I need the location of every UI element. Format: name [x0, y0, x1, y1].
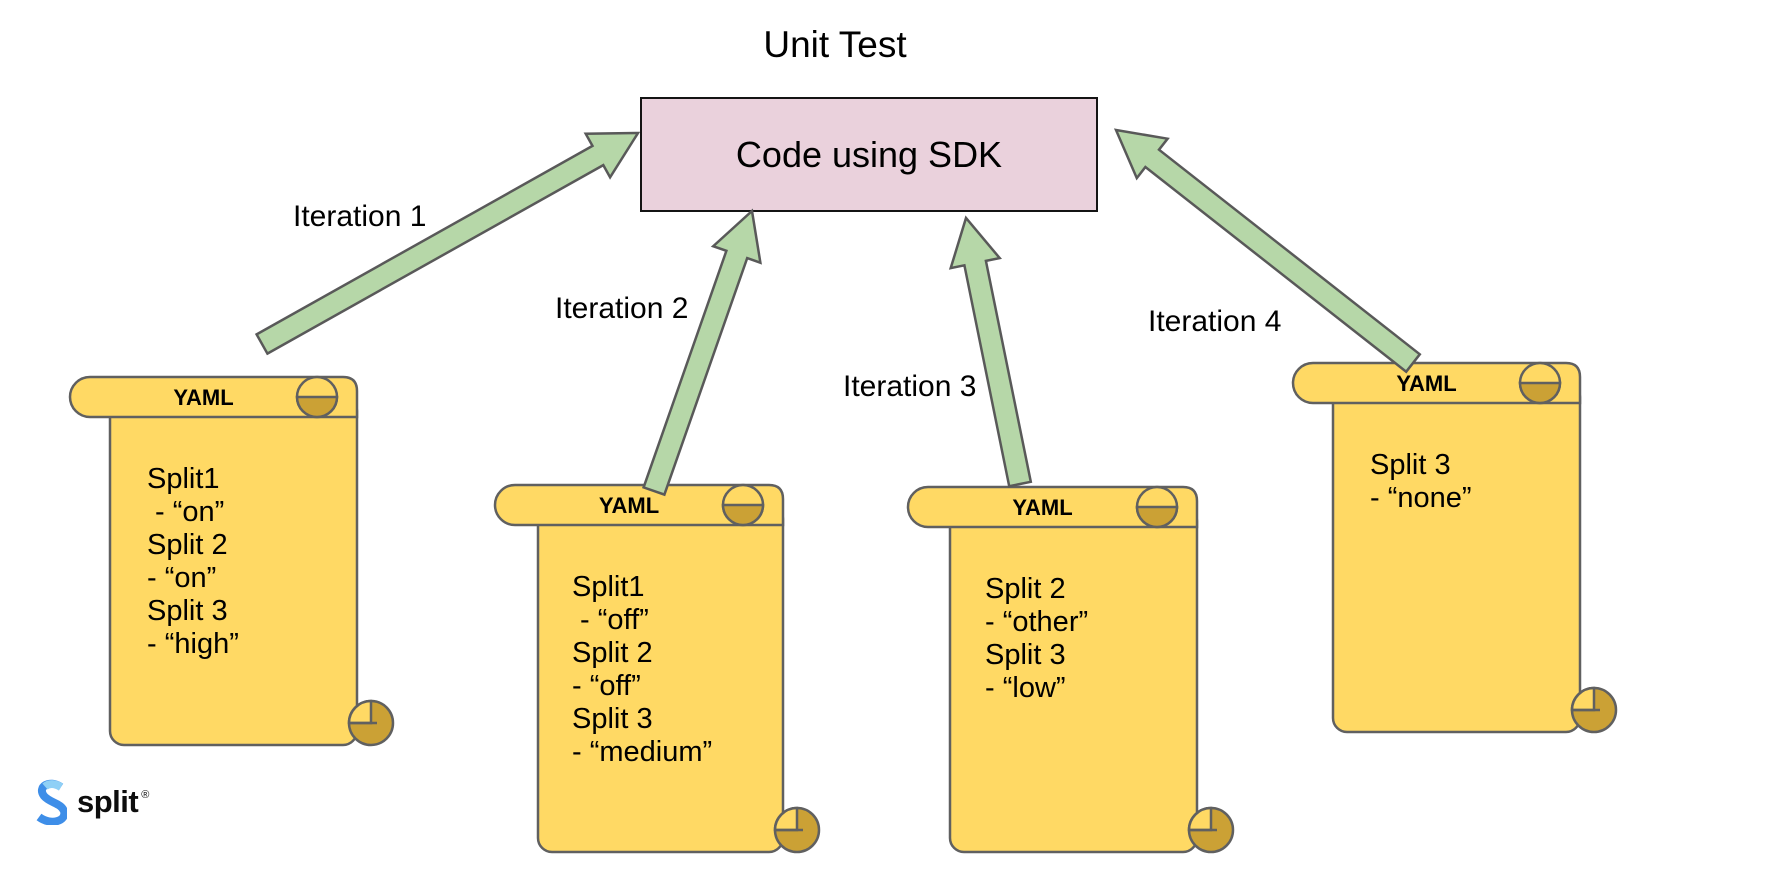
yaml-line: - “medium” [572, 736, 713, 768]
scroll-shape-svg [1291, 361, 1618, 734]
scroll-header-label: YAML [1012, 495, 1073, 520]
yaml-line: Split1 [572, 571, 645, 603]
scroll-text-block: Split1 - “on” Split 2 - “on” Split 3 - “… [147, 463, 239, 661]
scroll-header-label: YAML [598, 493, 660, 518]
iteration-1-label: Iteration 1 [293, 200, 427, 233]
yaml-line: - “on” [147, 496, 225, 528]
yaml-line: - “off” [572, 670, 641, 702]
yaml-line: - “low” [985, 672, 1066, 704]
scroll-header-label: YAML [173, 385, 234, 410]
yaml-line: - “off” [572, 604, 649, 636]
iteration-4-label: Iteration 4 [1148, 305, 1282, 338]
yaml-line: Split1 [147, 463, 220, 495]
scroll-shape-svg [68, 375, 395, 747]
scroll-text-block: Split 3 - “none” [1370, 449, 1472, 515]
yaml-scroll-1: YAML Split1 - “on” Split 2 - “on” Split … [67, 374, 400, 750]
diagram-title: Unit Test [763, 24, 907, 65]
yaml-line: - “on” [147, 562, 217, 594]
yaml-line: - “none” [1370, 482, 1472, 514]
code-using-sdk-box: Code using SDK [640, 97, 1098, 212]
split-logo-trademark: ® [141, 789, 150, 801]
scroll-text-block: Split 2 - “other” Split 3 - “low” [985, 573, 1088, 705]
split-logo: split ® [33, 779, 156, 825]
yaml-line: Split 2 [572, 637, 653, 669]
scroll-header-label: YAML [1396, 371, 1457, 396]
yaml-line: Split 2 [147, 529, 228, 561]
yaml-line: - “other” [985, 606, 1089, 638]
yaml-line: Split 3 [147, 595, 228, 627]
scroll-text-block: Split1 - “off” Split 2 - “off” Split 3 -… [572, 571, 712, 769]
iteration-3-arrow [948, 215, 1033, 488]
iteration-2-arrow [642, 208, 762, 497]
yaml-scroll-2: YAML Split1 - “off” Split 2 - “off” Spli… [492, 482, 826, 857]
yaml-line: Split 3 [1370, 449, 1451, 481]
scroll-shape-svg [906, 485, 1235, 854]
split-logo-icon [36, 779, 67, 825]
sdk-box-label: Code using SDK [735, 133, 1003, 175]
yaml-line: - “high” [147, 628, 239, 660]
iteration-3-label: Iteration 3 [843, 370, 977, 403]
split-logo-text: split [77, 784, 139, 819]
yaml-line: Split 3 [985, 639, 1066, 671]
yaml-scroll-4: YAML Split 3 - “none” [1290, 360, 1623, 737]
iteration-2-label: Iteration 2 [555, 292, 689, 325]
yaml-line: Split 3 [572, 703, 653, 735]
yaml-scroll-3: YAML Split 2 - “other” Split 3 - “low” [905, 484, 1240, 857]
yaml-line: Split 2 [985, 573, 1066, 605]
